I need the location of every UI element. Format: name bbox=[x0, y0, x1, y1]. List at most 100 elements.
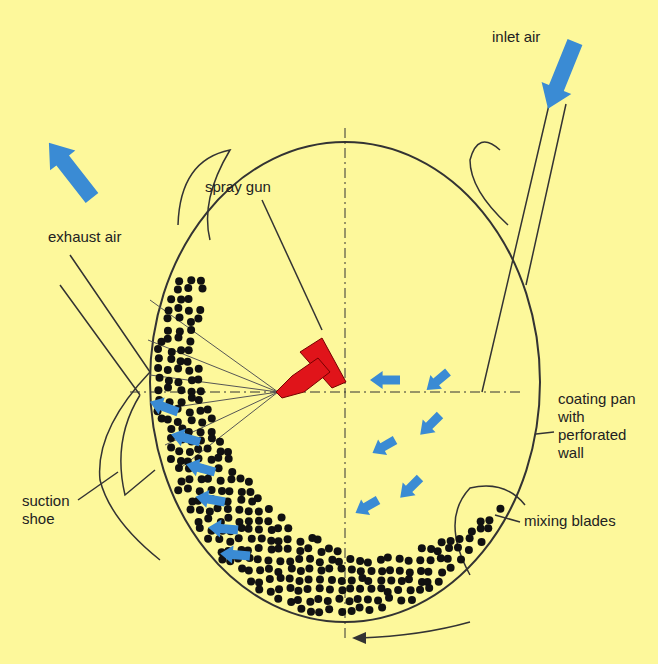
tablet bbox=[275, 585, 283, 593]
tablet bbox=[188, 394, 196, 402]
tablet bbox=[198, 418, 206, 426]
tablet bbox=[345, 597, 353, 605]
tablet bbox=[356, 604, 364, 612]
tablet bbox=[405, 557, 413, 565]
tablet bbox=[444, 555, 452, 563]
tablet bbox=[228, 468, 236, 476]
air-arrow bbox=[220, 546, 250, 564]
tablet bbox=[255, 544, 263, 552]
tablet bbox=[165, 307, 173, 315]
inlet-duct bbox=[482, 92, 566, 392]
spray-fan bbox=[148, 300, 278, 470]
mixing-blade bbox=[470, 142, 508, 225]
tablet bbox=[325, 545, 333, 553]
tablet bbox=[167, 455, 175, 463]
tablet bbox=[378, 567, 386, 575]
air-arrow bbox=[356, 496, 381, 515]
tablet bbox=[295, 555, 303, 563]
tablet bbox=[284, 524, 292, 532]
tablet bbox=[305, 565, 313, 573]
air-arrow bbox=[208, 520, 238, 538]
tablet bbox=[287, 598, 295, 606]
tablet bbox=[297, 567, 305, 575]
tablet bbox=[246, 488, 254, 496]
tablet bbox=[165, 377, 173, 385]
tablet bbox=[294, 596, 302, 604]
tablet bbox=[348, 577, 356, 585]
tablet bbox=[435, 578, 443, 586]
tablet bbox=[265, 565, 273, 573]
tablet bbox=[197, 277, 205, 285]
tablet bbox=[274, 595, 282, 603]
tablet bbox=[245, 478, 253, 486]
tablet bbox=[364, 595, 372, 603]
tablet bbox=[385, 594, 393, 602]
tablet bbox=[364, 577, 372, 585]
tablet bbox=[196, 506, 204, 514]
tablet bbox=[206, 507, 214, 515]
tablet bbox=[198, 285, 206, 293]
tablet bbox=[174, 334, 182, 342]
tablet bbox=[164, 366, 172, 374]
tablet bbox=[484, 524, 492, 532]
tablet bbox=[197, 428, 205, 436]
tablet bbox=[235, 534, 243, 542]
tablet bbox=[477, 525, 485, 533]
tablet bbox=[354, 595, 362, 603]
tablet bbox=[454, 544, 462, 552]
tablet bbox=[357, 567, 365, 575]
tablet bbox=[195, 365, 203, 373]
part-label: suction shoe bbox=[22, 492, 82, 528]
tablet bbox=[294, 587, 302, 595]
spray-gun bbox=[276, 338, 346, 398]
tablet bbox=[317, 567, 325, 575]
tablet bbox=[245, 517, 253, 525]
tablet bbox=[154, 345, 162, 353]
tablet bbox=[398, 577, 406, 585]
tablet bbox=[405, 575, 413, 583]
tablet bbox=[264, 517, 272, 525]
tablet bbox=[154, 364, 162, 372]
tablet bbox=[456, 535, 464, 543]
tablet bbox=[328, 576, 336, 584]
tablet bbox=[478, 538, 486, 546]
tablet bbox=[195, 396, 203, 404]
tablet bbox=[417, 567, 425, 575]
tablet bbox=[335, 595, 343, 603]
tablet bbox=[177, 346, 185, 354]
tablet bbox=[204, 515, 212, 523]
tablet bbox=[164, 327, 172, 335]
tablet bbox=[438, 538, 446, 546]
tablet bbox=[275, 544, 283, 552]
tablet bbox=[235, 506, 243, 514]
tablet bbox=[177, 296, 185, 304]
tablet bbox=[255, 507, 263, 515]
tablet bbox=[168, 348, 176, 356]
rotation-arrow bbox=[352, 622, 470, 644]
tablet bbox=[174, 378, 182, 386]
tablet bbox=[258, 535, 266, 543]
tablet bbox=[174, 365, 182, 373]
air-arrows bbox=[49, 39, 583, 563]
coating-pan bbox=[150, 142, 540, 622]
tablet bbox=[396, 555, 404, 563]
tablet bbox=[224, 514, 232, 522]
tablet bbox=[177, 386, 185, 394]
tablet bbox=[255, 586, 263, 594]
tablet bbox=[248, 535, 256, 543]
tablet bbox=[445, 544, 453, 552]
tablet bbox=[214, 454, 222, 462]
tablet bbox=[156, 374, 164, 382]
tablet bbox=[196, 524, 204, 532]
tablet bbox=[374, 596, 382, 604]
tablet bbox=[237, 474, 245, 482]
tablet bbox=[304, 544, 312, 552]
air-arrow bbox=[420, 412, 443, 435]
tablet bbox=[338, 608, 346, 616]
tablet bbox=[208, 434, 216, 442]
tablet bbox=[164, 384, 172, 392]
tablet bbox=[197, 387, 205, 395]
tablet bbox=[175, 314, 183, 322]
tablet bbox=[346, 584, 354, 592]
